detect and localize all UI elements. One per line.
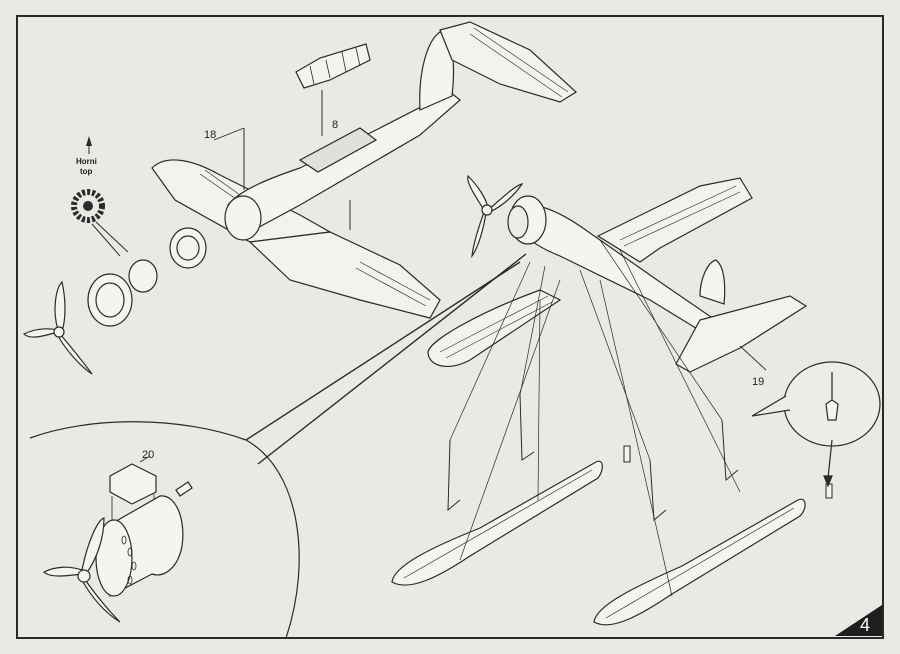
engine-mount-inner [176, 235, 200, 261]
seaplane-stabilizer [675, 295, 808, 373]
guide-6 [599, 279, 673, 597]
seaplane-propeller-blade-2 [487, 183, 524, 213]
engine-detail [29, 253, 527, 639]
propeller-blade-3 [57, 333, 93, 375]
callout-20: 20 [142, 449, 154, 461]
propeller-hub [53, 326, 65, 338]
guide-1 [449, 261, 531, 441]
callout-19: 19 [752, 376, 764, 388]
seaplane-cowl-front [507, 205, 529, 239]
seaplane-prop-hub [481, 204, 493, 216]
fuselage [227, 91, 461, 234]
part-20-bracket [109, 463, 157, 505]
propeller-blade-2 [22, 328, 59, 338]
callout-8: 8 [332, 119, 338, 131]
canopy-frames [309, 47, 361, 85]
float-struts [447, 239, 741, 597]
float-pins [623, 445, 833, 499]
guide-3 [579, 269, 651, 461]
leader-20 [139, 455, 151, 463]
guide-7 [619, 249, 741, 493]
float-left [391, 460, 603, 586]
orientation-label-line1: Horni [76, 157, 97, 166]
page-number: 4 [860, 615, 870, 635]
engine-pointer-1 [95, 221, 129, 253]
engine-cylinders [128, 259, 158, 293]
horizontal-stabilizer [439, 21, 577, 103]
bubble-pointer [751, 395, 791, 417]
upper-wing-hatching [619, 185, 741, 247]
bubble-arrow-1 [827, 439, 833, 479]
upper-wing [596, 177, 753, 263]
strut-left-front [447, 439, 461, 512]
orientation-indicator [71, 136, 129, 257]
seaplane-assembly [427, 174, 808, 373]
float-right-keel [605, 507, 795, 619]
canopy [295, 43, 371, 89]
leader-18 [213, 127, 245, 141]
strut-left-mid [519, 394, 535, 461]
lower-wing [427, 289, 562, 368]
corner-triangle [835, 605, 882, 636]
propeller-blade-1 [54, 280, 66, 333]
guide-4 [599, 239, 723, 421]
callout-18: 18 [204, 129, 216, 141]
part-20-clip [175, 481, 193, 497]
wing-hatching [199, 169, 431, 307]
page-number-corner: 4 [835, 605, 882, 636]
detail-propeller-blade-1 [81, 517, 105, 575]
up-arrow-icon [86, 136, 92, 146]
seaplane-propeller-blade-1 [467, 174, 489, 211]
seaplane-vertical-tail [699, 259, 726, 305]
detail-leader-1 [245, 261, 521, 441]
seaplane-propeller-blade-3 [471, 211, 487, 259]
strut-right-mid [721, 419, 739, 482]
exploded-aircraft [151, 21, 577, 319]
detail-engine-vents [121, 535, 137, 585]
floats [391, 460, 806, 626]
detail-propeller-blade-2 [42, 566, 83, 577]
main-wing-right [248, 231, 441, 319]
guide-2 [519, 265, 546, 396]
detail-propeller-blade-3 [81, 577, 121, 623]
guide-8 [537, 299, 541, 501]
strut-right-front [649, 459, 667, 522]
engine-pointer-2 [91, 223, 121, 257]
orientation-label-line2: top [80, 167, 93, 176]
float-right [593, 498, 806, 626]
engine-front-icon [71, 189, 105, 223]
detail-leader-2 [257, 253, 527, 465]
page-frame [16, 15, 884, 639]
stabilizer-hatching [469, 27, 569, 98]
detail-bubble-tail [751, 361, 881, 488]
lower-wing-hatching [439, 295, 553, 359]
guide-5 [459, 279, 561, 561]
fuselage-cowl [224, 195, 262, 241]
detail-prop-hub [77, 569, 91, 583]
engine-parts [22, 227, 207, 375]
cockpit-opening [298, 127, 378, 173]
vertical-tail [419, 31, 455, 111]
cowling-ring-inner [95, 282, 125, 318]
float-left-keel [403, 469, 593, 579]
leader-19 [739, 345, 767, 371]
